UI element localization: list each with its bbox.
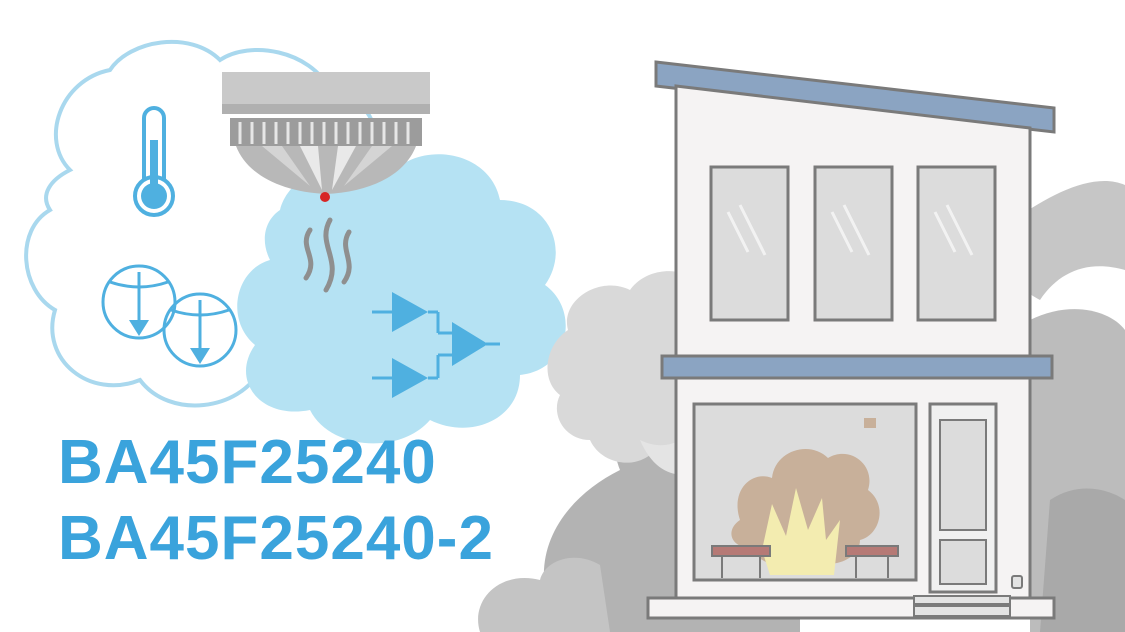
part-number-primary: BA45F25240 — [58, 428, 437, 497]
fire-explosion — [711, 418, 899, 578]
house-on-fire-icon — [646, 60, 1056, 620]
pressure-gauge-icon — [101, 264, 238, 368]
thermometer-icon — [133, 106, 175, 217]
smoke-wisps-icon — [303, 217, 352, 293]
part-number-secondary: BA45F25240-2 — [58, 504, 494, 573]
op-amp-icon — [372, 292, 500, 398]
smoke-detector-icon — [222, 72, 430, 202]
